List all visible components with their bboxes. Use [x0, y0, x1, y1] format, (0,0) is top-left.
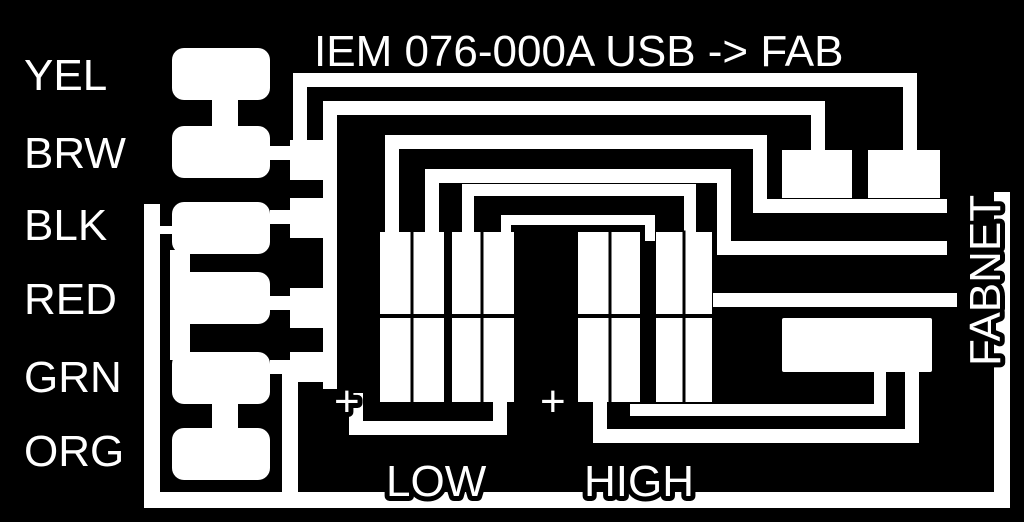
wire-label-grn: GRN [24, 353, 122, 402]
wire-pad-yel [172, 48, 270, 100]
wire-pad-org [172, 428, 270, 480]
low-section-label: LOW [386, 457, 487, 506]
wire-pad-blk [172, 202, 270, 254]
wire-label-blk: BLK [24, 201, 107, 250]
wire-label-red: RED [24, 275, 117, 324]
high-section-label: HIGH [584, 457, 694, 506]
wire-pad-grn [172, 352, 270, 404]
wire-label-yel: YEL [24, 51, 107, 100]
fabnet-label: FABNET [961, 195, 1010, 366]
high-polarity-plus: + [540, 377, 566, 426]
wire-label-brw: BRW [24, 129, 126, 178]
routing-traces [293, 73, 957, 443]
board-outline [144, 192, 1010, 508]
wire-label-org: ORG [24, 427, 124, 476]
fabnet-connector-pads [782, 150, 940, 372]
wire-pad-brw [172, 126, 270, 178]
low-polarity-plus: + [334, 377, 360, 426]
stub-pads [270, 140, 326, 382]
wire-pad-column [160, 48, 270, 480]
switch-pad-columns [378, 230, 714, 404]
board-title: IEM 076-000A USB -> FAB [314, 27, 843, 76]
wire-label-column: YEL BRW BLK RED GRN ORG [19, 46, 131, 481]
wire-pad-red [172, 272, 270, 324]
